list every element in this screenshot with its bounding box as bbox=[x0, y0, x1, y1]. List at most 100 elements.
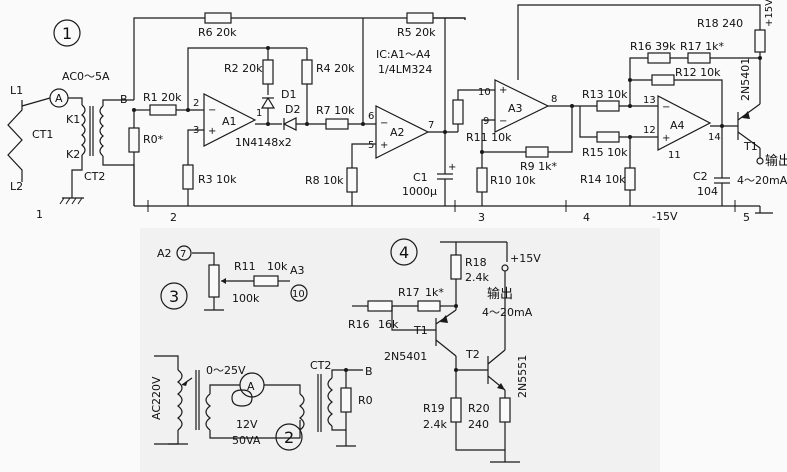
section-label-5: 5 bbox=[743, 211, 750, 224]
diode-d1-icon bbox=[260, 96, 276, 109]
opamp-a1-icon bbox=[203, 93, 257, 147]
inset2-range: 0～25V bbox=[206, 364, 246, 377]
tap-arrow bbox=[182, 380, 188, 386]
r18-label: R18 240 bbox=[697, 17, 743, 30]
inset2-ac220: AC220V bbox=[150, 376, 163, 420]
output-terminal[interactable] bbox=[756, 157, 764, 165]
inset4-resistor-r18 bbox=[450, 254, 462, 280]
resistor-r16 bbox=[647, 52, 671, 64]
t1-type-label: 2N5401 bbox=[739, 58, 752, 101]
section-2: B R0* R1 20k R6 20k R5 20k A1 − + 2 3 1 … bbox=[120, 12, 466, 224]
pin-2: 2 bbox=[193, 98, 199, 109]
r5-label: R5 20k bbox=[397, 26, 436, 39]
r8-label: R8 10k bbox=[305, 174, 344, 187]
inset4-t2: T2 bbox=[465, 348, 480, 361]
wire bbox=[102, 99, 134, 106]
inset2-ct2: CT2 bbox=[310, 359, 331, 372]
a3-minus: − bbox=[499, 116, 507, 127]
inset4-r18-value: 2.4k bbox=[465, 271, 489, 284]
pin-7: 7 bbox=[428, 120, 434, 131]
inset2-xf: 12V bbox=[236, 418, 258, 431]
terminal-l1: L1 bbox=[10, 84, 23, 97]
inset4-plus15: +15V bbox=[510, 252, 541, 265]
winding-icon bbox=[205, 393, 211, 431]
emitter-arrow bbox=[440, 315, 448, 323]
inset2-xf2: 50VA bbox=[232, 434, 261, 447]
wire bbox=[455, 422, 506, 451]
junction bbox=[361, 122, 365, 126]
opamp-a4-label: A4 bbox=[670, 119, 685, 132]
r14-label: R14 10k bbox=[580, 173, 626, 186]
inset-3: A2 7 R11 10k A3 10 100k 3 bbox=[157, 245, 308, 311]
resistor-r6 bbox=[204, 12, 232, 24]
wire bbox=[154, 355, 179, 370]
r9-label: R9 1k* bbox=[520, 160, 558, 173]
wire bbox=[391, 306, 436, 331]
inset4-resistor-r16 bbox=[367, 300, 393, 312]
node-b-label: B bbox=[120, 93, 128, 106]
inset2-b: B bbox=[365, 365, 373, 378]
circled-marker-4 bbox=[390, 238, 418, 266]
circled-label-4: 4 bbox=[399, 243, 409, 262]
potentiometer-icon bbox=[208, 264, 220, 298]
resistor-r15 bbox=[596, 131, 620, 143]
a2-plus: + bbox=[380, 140, 388, 151]
r11-label: R11 10k bbox=[466, 131, 512, 144]
r13-label: R13 10k bbox=[582, 88, 628, 101]
pin-13: 13 bbox=[643, 95, 656, 106]
resistor-r13 bbox=[596, 100, 620, 112]
diode-d2-icon bbox=[282, 117, 297, 131]
r0-label: R0* bbox=[143, 133, 164, 146]
junction bbox=[186, 108, 190, 112]
wire bbox=[674, 79, 723, 126]
inset2-r0: R0 bbox=[358, 394, 373, 407]
wire bbox=[445, 17, 466, 20]
resistor-r14 bbox=[624, 167, 636, 191]
resistor-r8 bbox=[346, 167, 358, 193]
c1-value: 1000μ bbox=[402, 185, 437, 198]
opamp-a3-label: A3 bbox=[508, 102, 523, 115]
inset4-t2-collector bbox=[487, 349, 506, 365]
inset4-r16-value: 16k bbox=[378, 318, 399, 331]
inset4-r19-value: 2.4k bbox=[423, 418, 447, 431]
wiper-arrow bbox=[221, 278, 226, 284]
c1-plus: + bbox=[448, 162, 456, 173]
resistor-r10 bbox=[476, 167, 488, 193]
opamp-a3-icon bbox=[494, 79, 550, 133]
r1-label: R1 20k bbox=[143, 91, 182, 104]
opamp-a2-icon bbox=[375, 105, 430, 159]
d1-label: D1 bbox=[281, 88, 296, 101]
inset3-a3-label: A3 bbox=[290, 264, 305, 277]
terminal-k2: K2 bbox=[66, 148, 80, 161]
pin-8: 8 bbox=[551, 94, 557, 105]
inset4-t1-type: 2N5401 bbox=[384, 350, 427, 363]
resistor-r12 bbox=[651, 74, 675, 86]
inset4-r20-value: 240 bbox=[468, 418, 489, 431]
ct2-winding-icon bbox=[99, 105, 104, 157]
section-3: R11 10k 10 A3 + − 9 8 R10 10k R9 1k* 3 bbox=[452, 79, 580, 224]
transistor-t1-collector bbox=[737, 131, 761, 149]
emitter-arrow bbox=[497, 383, 505, 390]
junction bbox=[628, 78, 632, 82]
wire bbox=[579, 106, 597, 138]
wire bbox=[192, 252, 215, 265]
wire bbox=[102, 156, 135, 206]
wire bbox=[209, 384, 240, 394]
inset3-resistor-r11 bbox=[253, 275, 279, 287]
terminal-l2: L2 bbox=[10, 180, 23, 193]
wire bbox=[331, 369, 346, 378]
resistor-r5 bbox=[406, 12, 434, 24]
r3-label: R3 10k bbox=[198, 173, 237, 186]
a3-plus: + bbox=[499, 85, 507, 96]
circled-marker-1 bbox=[53, 19, 81, 47]
inset4-resistor-r19 bbox=[450, 397, 462, 423]
ammeter-label: A bbox=[55, 92, 63, 105]
r2-label: R2 20k bbox=[224, 62, 263, 75]
pin-11: 11 bbox=[668, 150, 681, 161]
section-1: 1 AC0～5A A L1 L2 CT1 K1 K2 CT2 1 bbox=[7, 19, 135, 221]
inset4-r16: R16 bbox=[348, 318, 370, 331]
inset3-a2-label: A2 bbox=[157, 247, 172, 260]
pin-14: 14 bbox=[708, 132, 721, 143]
section-label-4: 4 bbox=[583, 211, 590, 224]
resistor-r3 bbox=[182, 164, 194, 190]
